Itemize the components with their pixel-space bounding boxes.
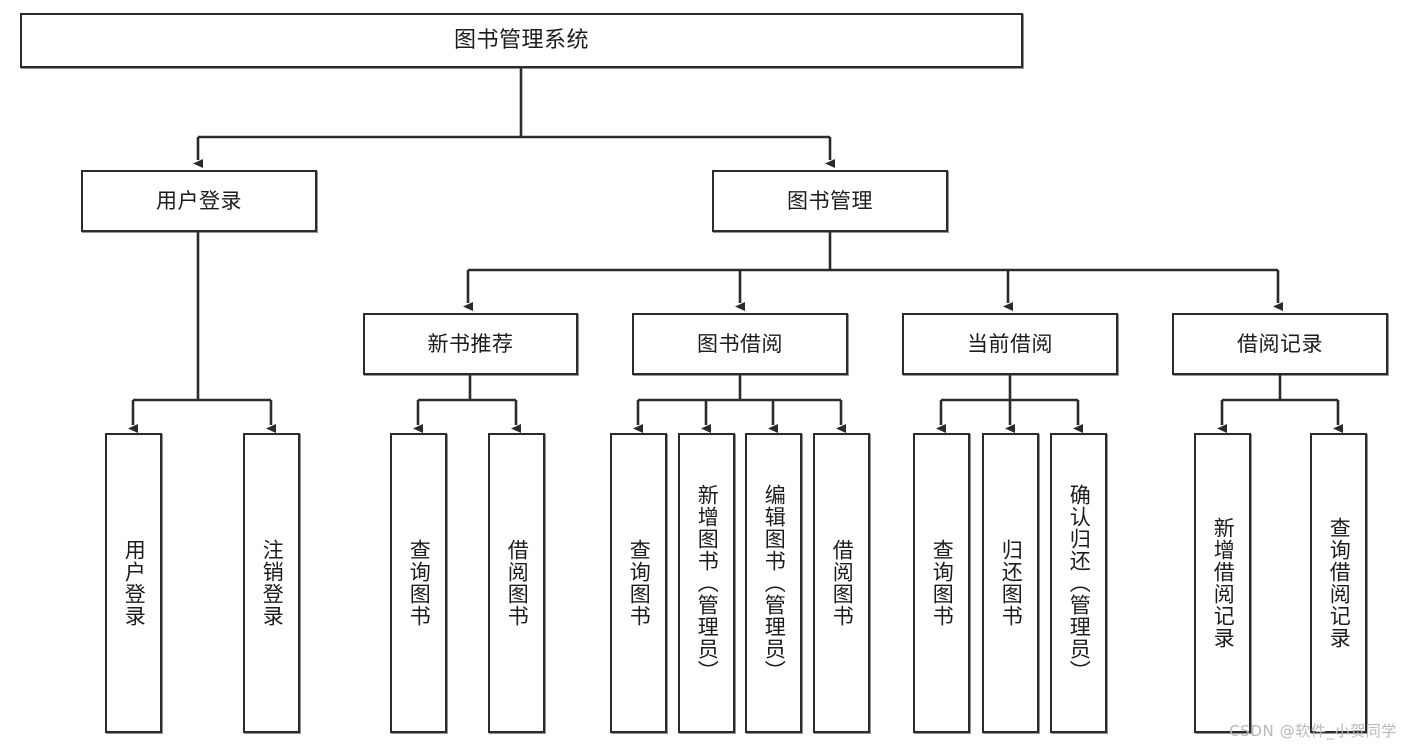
- leaf-new-book-query-book[interactable]: 查询图书: [390, 433, 447, 733]
- leaf-new-book-borrow-book[interactable]: 借阅图书: [488, 433, 545, 733]
- leaf-current-borrow-return-book[interactable]: 归还图书: [982, 433, 1039, 733]
- node-label: 查询图书: [930, 539, 955, 627]
- node-label: 借阅图书: [505, 539, 530, 627]
- node-user-login[interactable]: 用户登录: [81, 170, 317, 232]
- node-label: 用户登录: [122, 539, 147, 627]
- node-label: 编辑图书（管理员）: [762, 484, 787, 682]
- node-label: 图书管理系统: [453, 27, 589, 53]
- node-label: 新增借阅记录: [1211, 517, 1236, 649]
- leaf-book-borrow-add-book[interactable]: 新增图书（管理员）: [678, 433, 735, 733]
- node-label: 借阅图书: [830, 539, 855, 627]
- leaf-current-borrow-query-book[interactable]: 查询图书: [913, 433, 970, 733]
- node-label: 图书管理: [787, 188, 873, 213]
- leaf-user-login-login[interactable]: 用户登录: [105, 433, 162, 733]
- csdn-watermark: CSDN @软件_小贺同学: [1229, 722, 1397, 740]
- node-label: 新书推荐: [427, 331, 514, 356]
- node-label: 归还图书: [999, 539, 1024, 627]
- node-new-book-recommend[interactable]: 新书推荐: [363, 313, 578, 375]
- node-label: 查询图书: [627, 539, 652, 627]
- node-label: 查询借阅记录: [1327, 517, 1352, 649]
- leaf-user-login-logout[interactable]: 注销登录: [243, 433, 300, 733]
- leaf-borrow-record-query-record[interactable]: 查询借阅记录: [1310, 433, 1367, 733]
- leaf-current-borrow-confirm-return[interactable]: 确认归还（管理员）: [1050, 433, 1107, 733]
- node-label: 新增图书（管理员）: [695, 484, 720, 682]
- node-label: 借阅记录: [1237, 331, 1323, 356]
- node-borrow-record[interactable]: 借阅记录: [1172, 313, 1388, 375]
- node-root-book-management-system[interactable]: 图书管理系统: [20, 13, 1023, 68]
- leaf-book-borrow-query-book[interactable]: 查询图书: [610, 433, 667, 733]
- node-label: 确认归还（管理员）: [1067, 484, 1092, 682]
- node-book-borrow[interactable]: 图书借阅: [632, 313, 848, 375]
- node-book-management[interactable]: 图书管理: [712, 170, 948, 232]
- node-current-borrow[interactable]: 当前借阅: [902, 313, 1118, 375]
- leaf-borrow-record-add-record[interactable]: 新增借阅记录: [1194, 433, 1251, 733]
- leaf-book-borrow-edit-book[interactable]: 编辑图书（管理员）: [745, 433, 802, 733]
- node-label: 查询图书: [407, 539, 432, 627]
- node-label: 图书借阅: [697, 331, 783, 356]
- leaf-book-borrow-borrow-book[interactable]: 借阅图书: [813, 433, 870, 733]
- node-label: 当前借阅: [967, 331, 1053, 356]
- node-label: 用户登录: [156, 188, 242, 213]
- node-label: 注销登录: [260, 539, 285, 627]
